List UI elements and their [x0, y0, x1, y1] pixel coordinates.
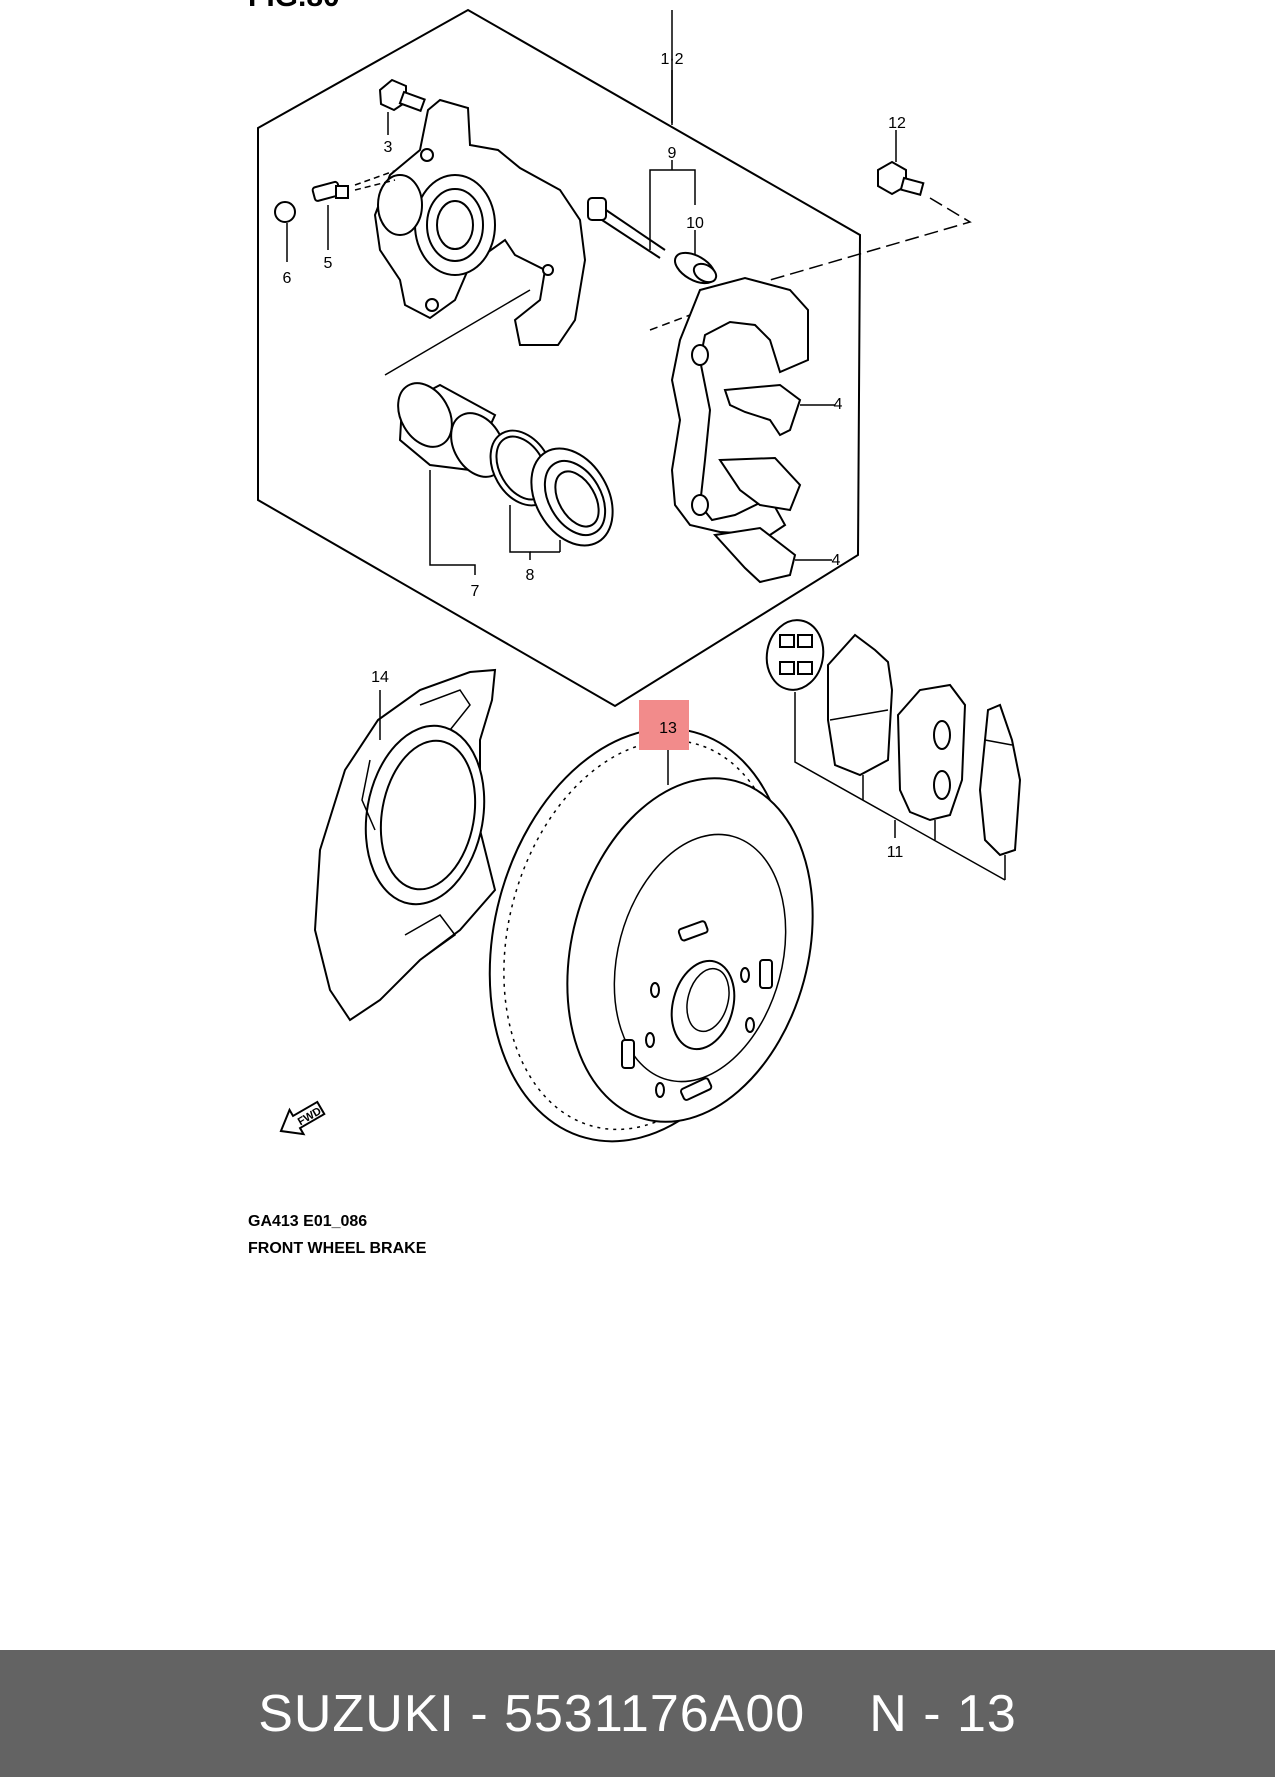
callout-7: 7	[471, 583, 480, 600]
caliper-bracket	[670, 276, 809, 537]
figure-header: FIG.80	[248, 0, 340, 13]
part-number-footer: SUZUKI - 5531176A00 N - 13	[0, 1650, 1275, 1777]
callout-4b: 4	[832, 552, 841, 569]
leader-7	[429, 470, 476, 575]
pad-clip-upper-4	[723, 383, 835, 437]
callout-14: 14	[371, 669, 389, 686]
brake-pad-inner	[896, 683, 967, 822]
callout-6: 6	[283, 270, 292, 287]
pad-clip-lower-4	[713, 526, 832, 584]
callout-9: 9	[668, 145, 677, 162]
pad-shim-outer	[765, 619, 825, 691]
bleeder-cap-6	[274, 201, 296, 262]
pad-clip-middle	[718, 456, 802, 512]
bolt-3	[378, 78, 426, 135]
brake-disc-13	[488, 727, 814, 1143]
reference-number-label: N - 13	[869, 1684, 1017, 1743]
callout-8: 8	[526, 567, 535, 584]
callout-4a: 4	[834, 396, 843, 413]
caliper-assembly-outline	[257, 8, 862, 708]
guide-pin-9	[587, 197, 666, 259]
bolt-12	[877, 130, 925, 196]
brake-pad-outer	[827, 633, 894, 777]
figure-code: GA413 E01_086	[248, 1213, 367, 1230]
bleeder-screw-5	[311, 180, 349, 250]
part-number-label: SUZUKI - 5531176A00	[258, 1684, 806, 1743]
callout-13: 13	[659, 720, 677, 737]
leader-8	[509, 505, 531, 560]
callout-12: 12	[888, 115, 906, 132]
figure-title: FRONT WHEEL BRAKE	[248, 1240, 427, 1257]
callout-10: 10	[686, 215, 704, 232]
callout-5: 5	[324, 255, 333, 272]
dust-shield-14	[313, 668, 497, 1022]
callout-13-highlight	[639, 700, 689, 750]
leader-9	[649, 169, 696, 205]
callout-1-2: 1·2	[660, 51, 683, 68]
pin-boot-10	[674, 251, 718, 285]
svg-text:FWD: FWD	[296, 1105, 324, 1128]
leader-11	[794, 692, 1006, 881]
fwd-arrow-icon: FWD	[279, 1100, 326, 1136]
piston-7	[397, 382, 506, 478]
parts-diagram: FIG.80 1·2 3 5 6	[248, 0, 1022, 1257]
piston-boot-8	[530, 447, 614, 547]
pad-shim-inner	[978, 703, 1022, 857]
callout-11: 11	[887, 844, 904, 861]
caliper-body	[373, 98, 587, 346]
callout-3: 3	[384, 139, 393, 156]
